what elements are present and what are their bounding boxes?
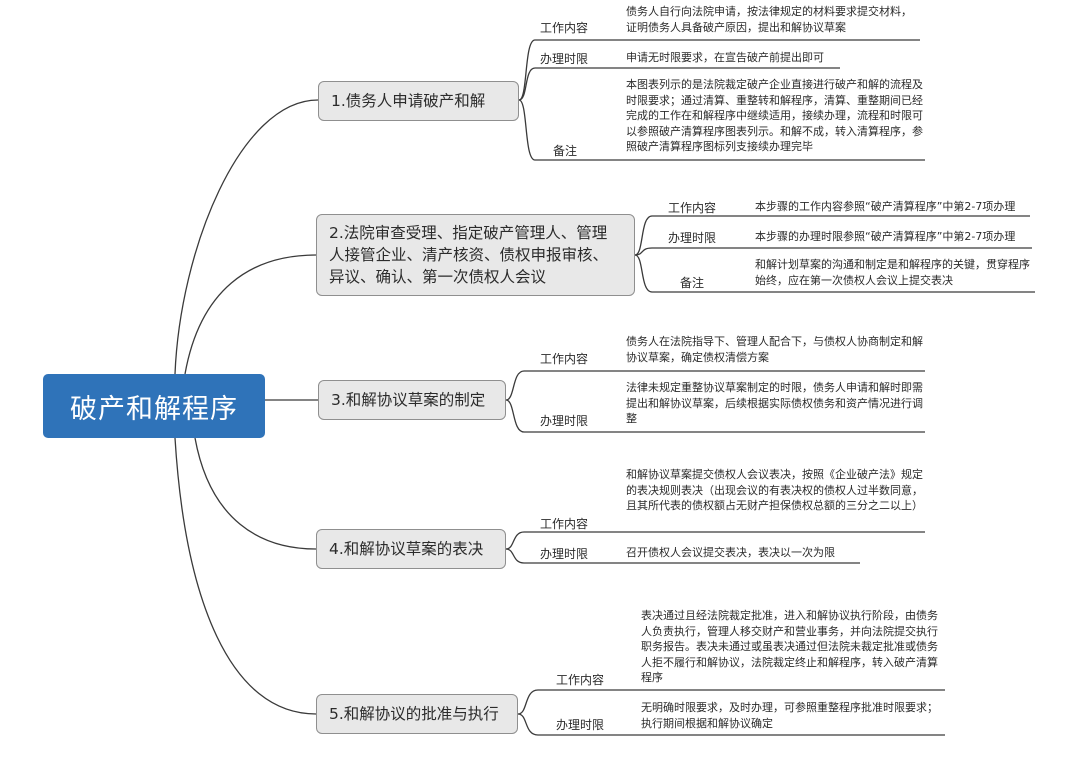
item-label: 办理时限 <box>668 231 717 245</box>
branch-node-5: 5.和解协议的批准与执行 <box>316 694 518 734</box>
branch-title: 3.和解协议草案的制定 <box>331 391 486 409</box>
item-label: 备注 <box>553 144 578 158</box>
item-label: 办理时限 <box>540 547 589 561</box>
item-text: 申请无时限要求，在宣告破产前提出即可 <box>626 51 824 64</box>
branch-node-2: 2.法院审查受理、指定破产管理人、管理人接管企业、清产核资、债权申报审核、异议、… <box>316 214 635 296</box>
item-text: 无明确时限要求，及时办理，可参照重整程序批准时限要求；执行期间根据和解协议确定 <box>641 701 938 730</box>
item-text: 本图表列示的是法院裁定破产企业直接进行破产和解的流程及时限要求；通过清算、重整转… <box>626 78 923 153</box>
branch-node-1: 1.债务人申请破产和解 <box>318 81 519 121</box>
item-text: 本步骤的工作内容参照“破产清算程序”中第2-7项办理 <box>755 200 1016 213</box>
item-text: 债务人自行向法院申请，按法律规定的材料要求提交材料，证明债务人具备破产原因，提出… <box>626 5 912 34</box>
branch-title: 1.债务人申请破产和解 <box>331 92 486 110</box>
item-text: 召开债权人会议提交表决，表决以一次为限 <box>626 546 835 559</box>
item-label: 工作内容 <box>540 517 589 531</box>
item-label: 备注 <box>680 276 705 290</box>
branch-title: 2.法院审查受理、指定破产管理人、管理人接管企业、清产核资、债权申报审核、异议、… <box>329 224 609 286</box>
item-text: 和解计划草案的沟通和制定是和解程序的关键，贯穿程序始终，应在第一次债权人会议上提… <box>755 258 1030 287</box>
item-text: 表决通过且经法院裁定批准，进入和解协议执行阶段，由债务人负责执行，管理人移交财产… <box>641 609 938 684</box>
item-label: 工作内容 <box>540 21 589 35</box>
root-node: 破产和解程序 <box>43 374 265 438</box>
item-text: 本步骤的办理时限参照“破产清算程序”中第2-7项办理 <box>755 230 1016 243</box>
item-text: 法律未规定重整协议草案制定的时限，债务人申请和解时即需提出和解协议草案，后续根据… <box>626 381 923 425</box>
item-text: 和解协议草案提交债权人会议表决，按照《企业破产法》规定的表决规则表决（出现会议的… <box>626 468 923 512</box>
item-label: 工作内容 <box>668 201 717 215</box>
branch-title: 4.和解协议草案的表决 <box>329 540 484 558</box>
item-label: 办理时限 <box>556 718 605 732</box>
item-label: 办理时限 <box>540 52 589 66</box>
item-text: 债务人在法院指导下、管理人配合下，与债权人协商制定和解协议草案，确定债权清偿方案 <box>626 335 923 364</box>
item-label: 工作内容 <box>556 673 605 687</box>
branch-node-4: 4.和解协议草案的表决 <box>316 529 506 569</box>
item-label: 工作内容 <box>540 352 589 366</box>
branch-title: 5.和解协议的批准与执行 <box>329 705 499 723</box>
item-label: 办理时限 <box>540 414 589 428</box>
branch-node-3: 3.和解协议草案的制定 <box>318 380 506 420</box>
